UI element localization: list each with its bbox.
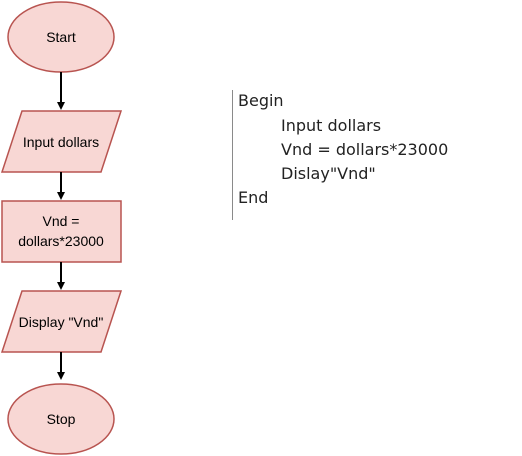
pseudocode-block: Begin Input dollars Vnd = dollars*23000 … <box>230 88 520 228</box>
process-label-line2: dollars*23000 <box>18 233 104 249</box>
code-line-display: Dislay"Vnd" <box>281 164 376 183</box>
stop-node <box>7 383 115 455</box>
process-label-line1: Vnd = <box>43 213 80 229</box>
output-label: Display "Vnd" <box>19 314 104 330</box>
stop-label: Stop <box>47 411 76 427</box>
process-node <box>1 200 122 263</box>
input-label: Input dollars <box>23 134 99 150</box>
flowchart: Start Input dollars Vnd = dollars*23000 … <box>0 1 123 455</box>
code-end: End <box>238 188 269 207</box>
input-node <box>0 110 123 173</box>
output-node <box>0 290 123 353</box>
code-line-input: Input dollars <box>281 116 382 135</box>
code-indent-bar <box>232 90 233 220</box>
code-begin: Begin <box>238 91 284 110</box>
code-line-assign: Vnd = dollars*23000 <box>281 140 449 159</box>
start-label: Start <box>46 29 76 45</box>
